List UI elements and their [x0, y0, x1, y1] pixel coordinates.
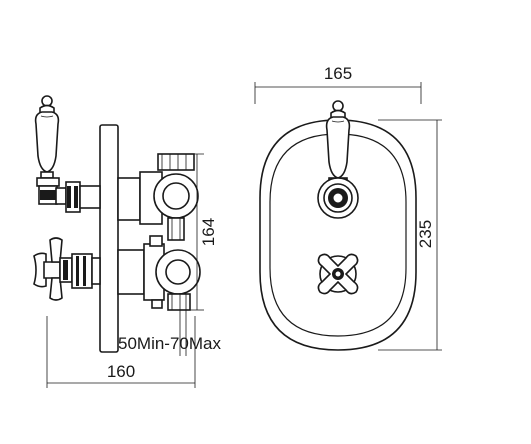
top-escutcheon-icon: [317, 177, 359, 219]
dimension-160: [46, 316, 196, 388]
lever-handle-icon: [34, 95, 101, 213]
dimension-235: [378, 119, 442, 351]
wall-plate: [99, 124, 119, 353]
dimension-235-label: 235: [416, 220, 435, 248]
oval-plate-inner: [269, 133, 407, 337]
dimension-164: [160, 153, 204, 311]
dimension-164-label: 164: [199, 218, 218, 246]
dimension-wall-range-label: 50Min-70Max: [118, 334, 221, 353]
cross-handle-icon: [33, 237, 101, 301]
front-view: 165 235: [254, 64, 442, 351]
front-cross-handle-icon: [317, 253, 359, 295]
dimension-165-label: 165: [324, 64, 352, 83]
dimension-wall-range: [179, 310, 187, 356]
dimension-165: [254, 82, 422, 104]
side-view: 164 50Min-70Max 160: [33, 95, 221, 388]
valve-body-icon: [117, 153, 201, 311]
oval-plate-outer: [259, 119, 417, 351]
dimension-160-label: 160: [107, 362, 135, 381]
